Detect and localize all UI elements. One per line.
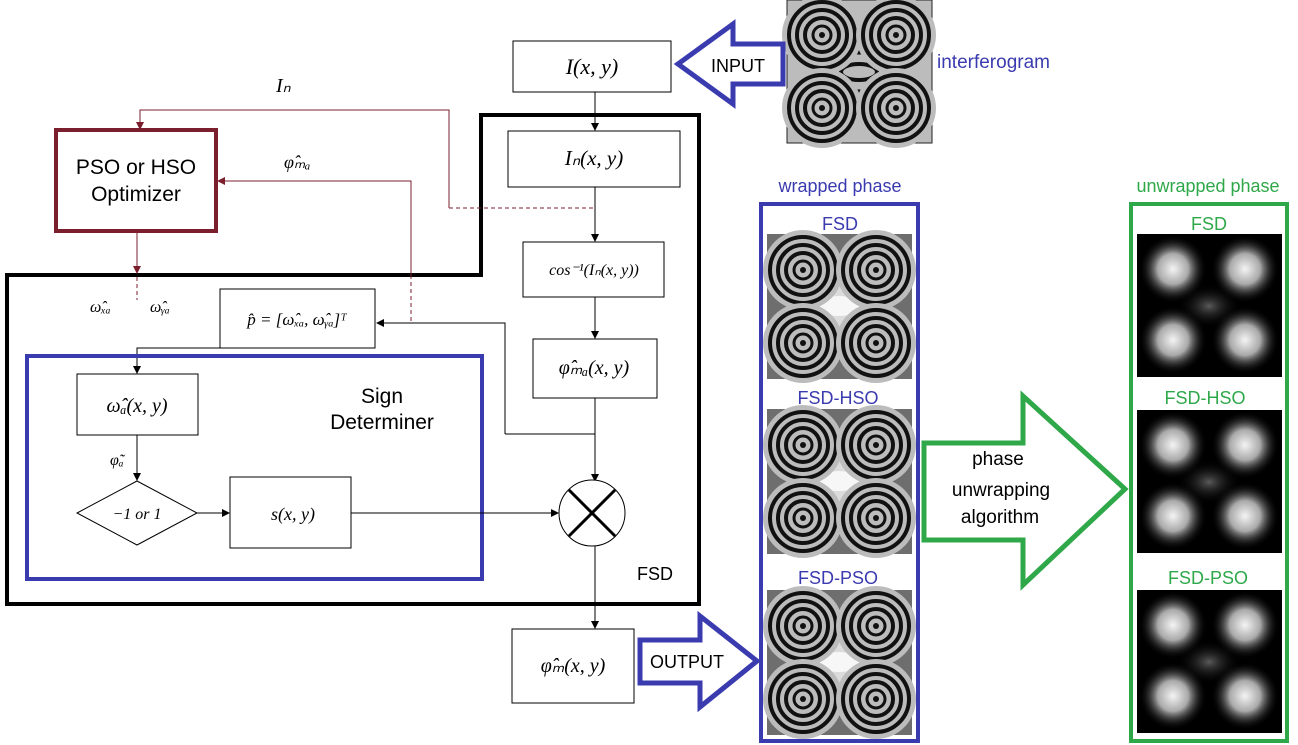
arrow-pvector-to-omega — [133, 347, 220, 374]
output-label: OUTPUT — [650, 652, 724, 672]
input-image-label: I(x, y) — [565, 54, 619, 79]
unwrapped-image-fsd-pso — [1137, 590, 1282, 733]
decision-diamond — [75, 480, 199, 546]
sign-label-line1: Sign — [361, 385, 403, 408]
output-phase-label: φ̂ₘ(x, y) — [541, 655, 606, 677]
sign-determiner-box — [25, 354, 484, 581]
phase-arrow-line2: unwrapping — [952, 480, 1050, 501]
wrapped-title-fsd: FSD — [822, 214, 858, 234]
omega-a-box — [76, 373, 199, 436]
phi-wa-box — [532, 338, 658, 399]
in-label: Iₙ — [275, 75, 292, 97]
unwrapped-image-fsd-hso — [1137, 410, 1282, 553]
unwrapped-phase-label: unwrapped phase — [1136, 176, 1279, 196]
input-image-box — [512, 40, 672, 93]
interferogram-label: interferogram — [937, 52, 1050, 73]
unwrapped-image-fsd — [1137, 234, 1282, 377]
multiplier-node — [558, 479, 626, 547]
sign-label-line2: Determiner — [330, 411, 434, 434]
interferogram-image — [780, 0, 938, 150]
p-vector-box — [219, 288, 376, 349]
arrow-in-to-optimizer — [136, 109, 450, 208]
wrapped-image-fsd-hso — [763, 405, 916, 558]
wrapped-image-fsd-pso — [763, 586, 916, 739]
omega-ya-label: ω̂ᵧₐ — [150, 299, 170, 316]
phase-arrow-line1: phase — [972, 449, 1024, 470]
output-phase-box — [511, 628, 635, 704]
phi-a-label: φ̃ₐ — [110, 452, 126, 469]
input-label: INPUT — [711, 56, 765, 76]
input-arrow — [673, 19, 786, 109]
unwrapped-title-fsd-pso: FSD-PSO — [1168, 568, 1248, 588]
omega-a-label: ω̂ₐ(x, y) — [106, 395, 167, 417]
optimizer-label-line1: PSO or HSO — [76, 156, 196, 179]
phase-unwrapping-arrow — [921, 390, 1129, 591]
normalized-image-label: Iₙ(x, y) — [564, 146, 624, 170]
wrapped-title-fsd-hso: FSD-HSO — [798, 388, 879, 408]
s-xy-box — [229, 476, 352, 549]
wrapped-phase-label: wrapped phase — [777, 176, 901, 196]
unwrapped-title-fsd-hso: FSD-HSO — [1165, 388, 1246, 408]
normalized-image-box — [507, 130, 681, 188]
s-xy-label: s(x, y) — [271, 504, 315, 525]
arccos-box — [522, 241, 665, 298]
fsd-outline — [5, 113, 701, 606]
optimizer-box — [54, 128, 218, 233]
fsd-label: FSD — [637, 564, 673, 584]
arccos-label: cos⁻¹(Iₙ(x, y)) — [549, 262, 639, 279]
phi-wa-label: φ̂ₘₐ(x, y) — [559, 357, 630, 379]
output-arrow — [637, 610, 762, 713]
arrow-phiwa-to-pvector — [376, 319, 506, 434]
phiwa-sym-label: φ̂ₘₐ — [284, 152, 310, 172]
arrow-phiwa-to-optimizer — [217, 177, 412, 275]
omega-xa-label: ω̂ₓₐ — [90, 299, 111, 316]
decision-label: −1 or 1 — [112, 506, 161, 523]
unwrapped-phase-panel — [1129, 202, 1289, 743]
wrapped-phase-panel — [759, 202, 920, 743]
phase-arrow-line3: algorithm — [961, 507, 1039, 528]
unwrapped-title-fsd: FSD — [1191, 214, 1227, 234]
optimizer-label-line2: Optimizer — [91, 183, 181, 206]
wrapped-title-fsd-pso: FSD-PSO — [798, 568, 878, 588]
wrapped-image-fsd — [763, 230, 916, 383]
p-vector-label: p̂ = [ω̂ₓₐ, ω̂ᵧₐ]ᵀ — [246, 310, 347, 329]
